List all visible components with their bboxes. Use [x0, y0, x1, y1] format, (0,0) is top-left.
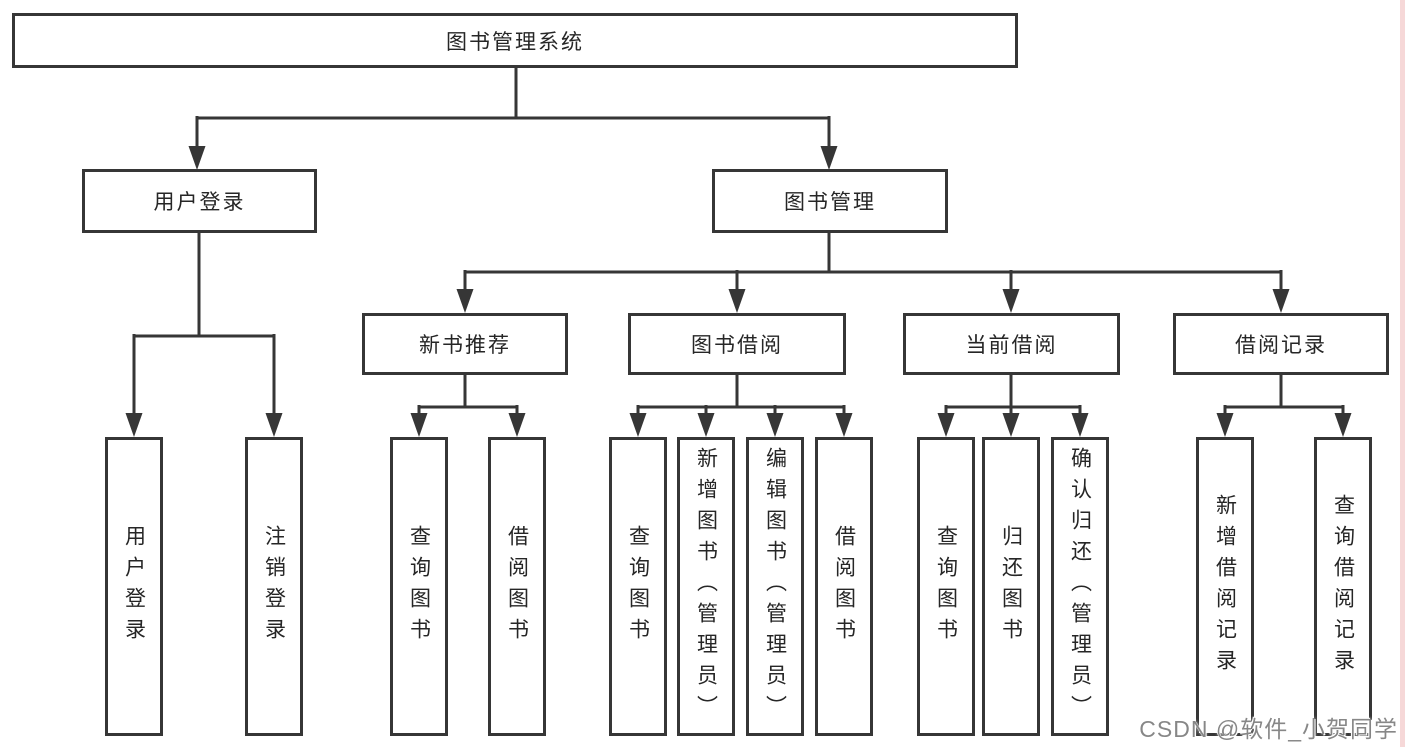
node-leaf-user-login: 用户登录	[105, 437, 163, 736]
arrow-down-icon	[835, 413, 853, 437]
arrow-down-icons	[125, 146, 1352, 437]
arrow-down-icon	[697, 413, 715, 437]
arrow-down-icon	[1002, 289, 1020, 313]
node-book-management: 图书管理	[712, 169, 948, 233]
arrow-down-icon	[1002, 413, 1020, 437]
node-book-borrowing: 图书借阅	[628, 313, 846, 375]
node-label: 编辑图书（管理员）	[763, 447, 787, 726]
node-leaf-query-books-current: 查询图书	[917, 437, 975, 736]
node-label: 查询借阅记录	[1331, 493, 1355, 680]
arrow-down-icon	[937, 413, 955, 437]
node-label: 查询图书	[934, 524, 958, 649]
node-label: 当前借阅	[965, 334, 1058, 357]
arrow-down-icon	[1272, 289, 1290, 313]
node-label: 图书管理系统	[446, 30, 584, 54]
tree-edges	[132, 68, 1345, 416]
node-leaf-query-borrow-record: 查询借阅记录	[1314, 437, 1372, 736]
node-current-borrowing: 当前借阅	[903, 313, 1120, 375]
arrow-down-icon	[456, 289, 474, 313]
arrow-down-icon	[1216, 413, 1234, 437]
arrow-down-icon	[820, 146, 838, 170]
node-label: 用户登录	[153, 191, 246, 214]
node-leaf-borrow-books: 借阅图书	[815, 437, 873, 736]
node-label: 查询图书	[626, 524, 650, 649]
node-label: 图书借阅	[691, 334, 783, 357]
arrow-down-icon	[1334, 413, 1352, 437]
node-label: 图书管理	[784, 191, 876, 214]
node-label: 查询图书	[407, 524, 431, 649]
node-leaf-query-books-borrow: 查询图书	[609, 437, 667, 736]
node-user-login: 用户登录	[82, 169, 317, 233]
node-borrow-records: 借阅记录	[1173, 313, 1389, 375]
node-label: 新书推荐	[419, 334, 511, 357]
node-leaf-logout: 注销登录	[245, 437, 303, 736]
arrow-down-icon	[1071, 413, 1089, 437]
node-leaf-add-borrow-record: 新增借阅记录	[1196, 437, 1254, 736]
node-leaf-confirm-return-admin: 确认归还（管理员）	[1051, 437, 1109, 736]
node-leaf-return-book: 归还图书	[982, 437, 1040, 736]
node-leaf-borrow-books-recommend: 借阅图书	[488, 437, 546, 736]
node-label: 借阅记录	[1235, 334, 1327, 357]
csdn-watermark: CSDN @软件_小贺同学	[1139, 716, 1398, 742]
arrow-down-icon	[728, 289, 746, 313]
node-label: 借阅图书	[832, 524, 856, 649]
arrow-down-icon	[410, 413, 428, 437]
right-edge-strip	[1400, 0, 1405, 747]
node-new-book-recommend: 新书推荐	[362, 313, 568, 375]
node-label: 借阅图书	[505, 524, 529, 649]
node-label: 归还图书	[999, 524, 1023, 649]
arrow-down-icon	[629, 413, 647, 437]
node-label: 新增借阅记录	[1213, 493, 1237, 680]
arrow-down-icon	[125, 413, 143, 437]
node-leaf-add-book-admin: 新增图书（管理员）	[677, 437, 735, 736]
node-label: 确认归还（管理员）	[1068, 447, 1092, 726]
arrow-down-icon	[265, 413, 283, 437]
node-leaf-query-books-recommend: 查询图书	[390, 437, 448, 736]
arrow-down-icon	[766, 413, 784, 437]
node-label: 注销登录	[262, 524, 286, 649]
node-leaf-edit-book-admin: 编辑图书（管理员）	[746, 437, 804, 736]
arrow-down-icon	[188, 146, 206, 170]
node-label: 新增图书（管理员）	[694, 447, 718, 726]
node-label: 用户登录	[122, 524, 146, 649]
node-root-system: 图书管理系统	[12, 13, 1018, 68]
arrow-down-icon	[508, 413, 526, 437]
